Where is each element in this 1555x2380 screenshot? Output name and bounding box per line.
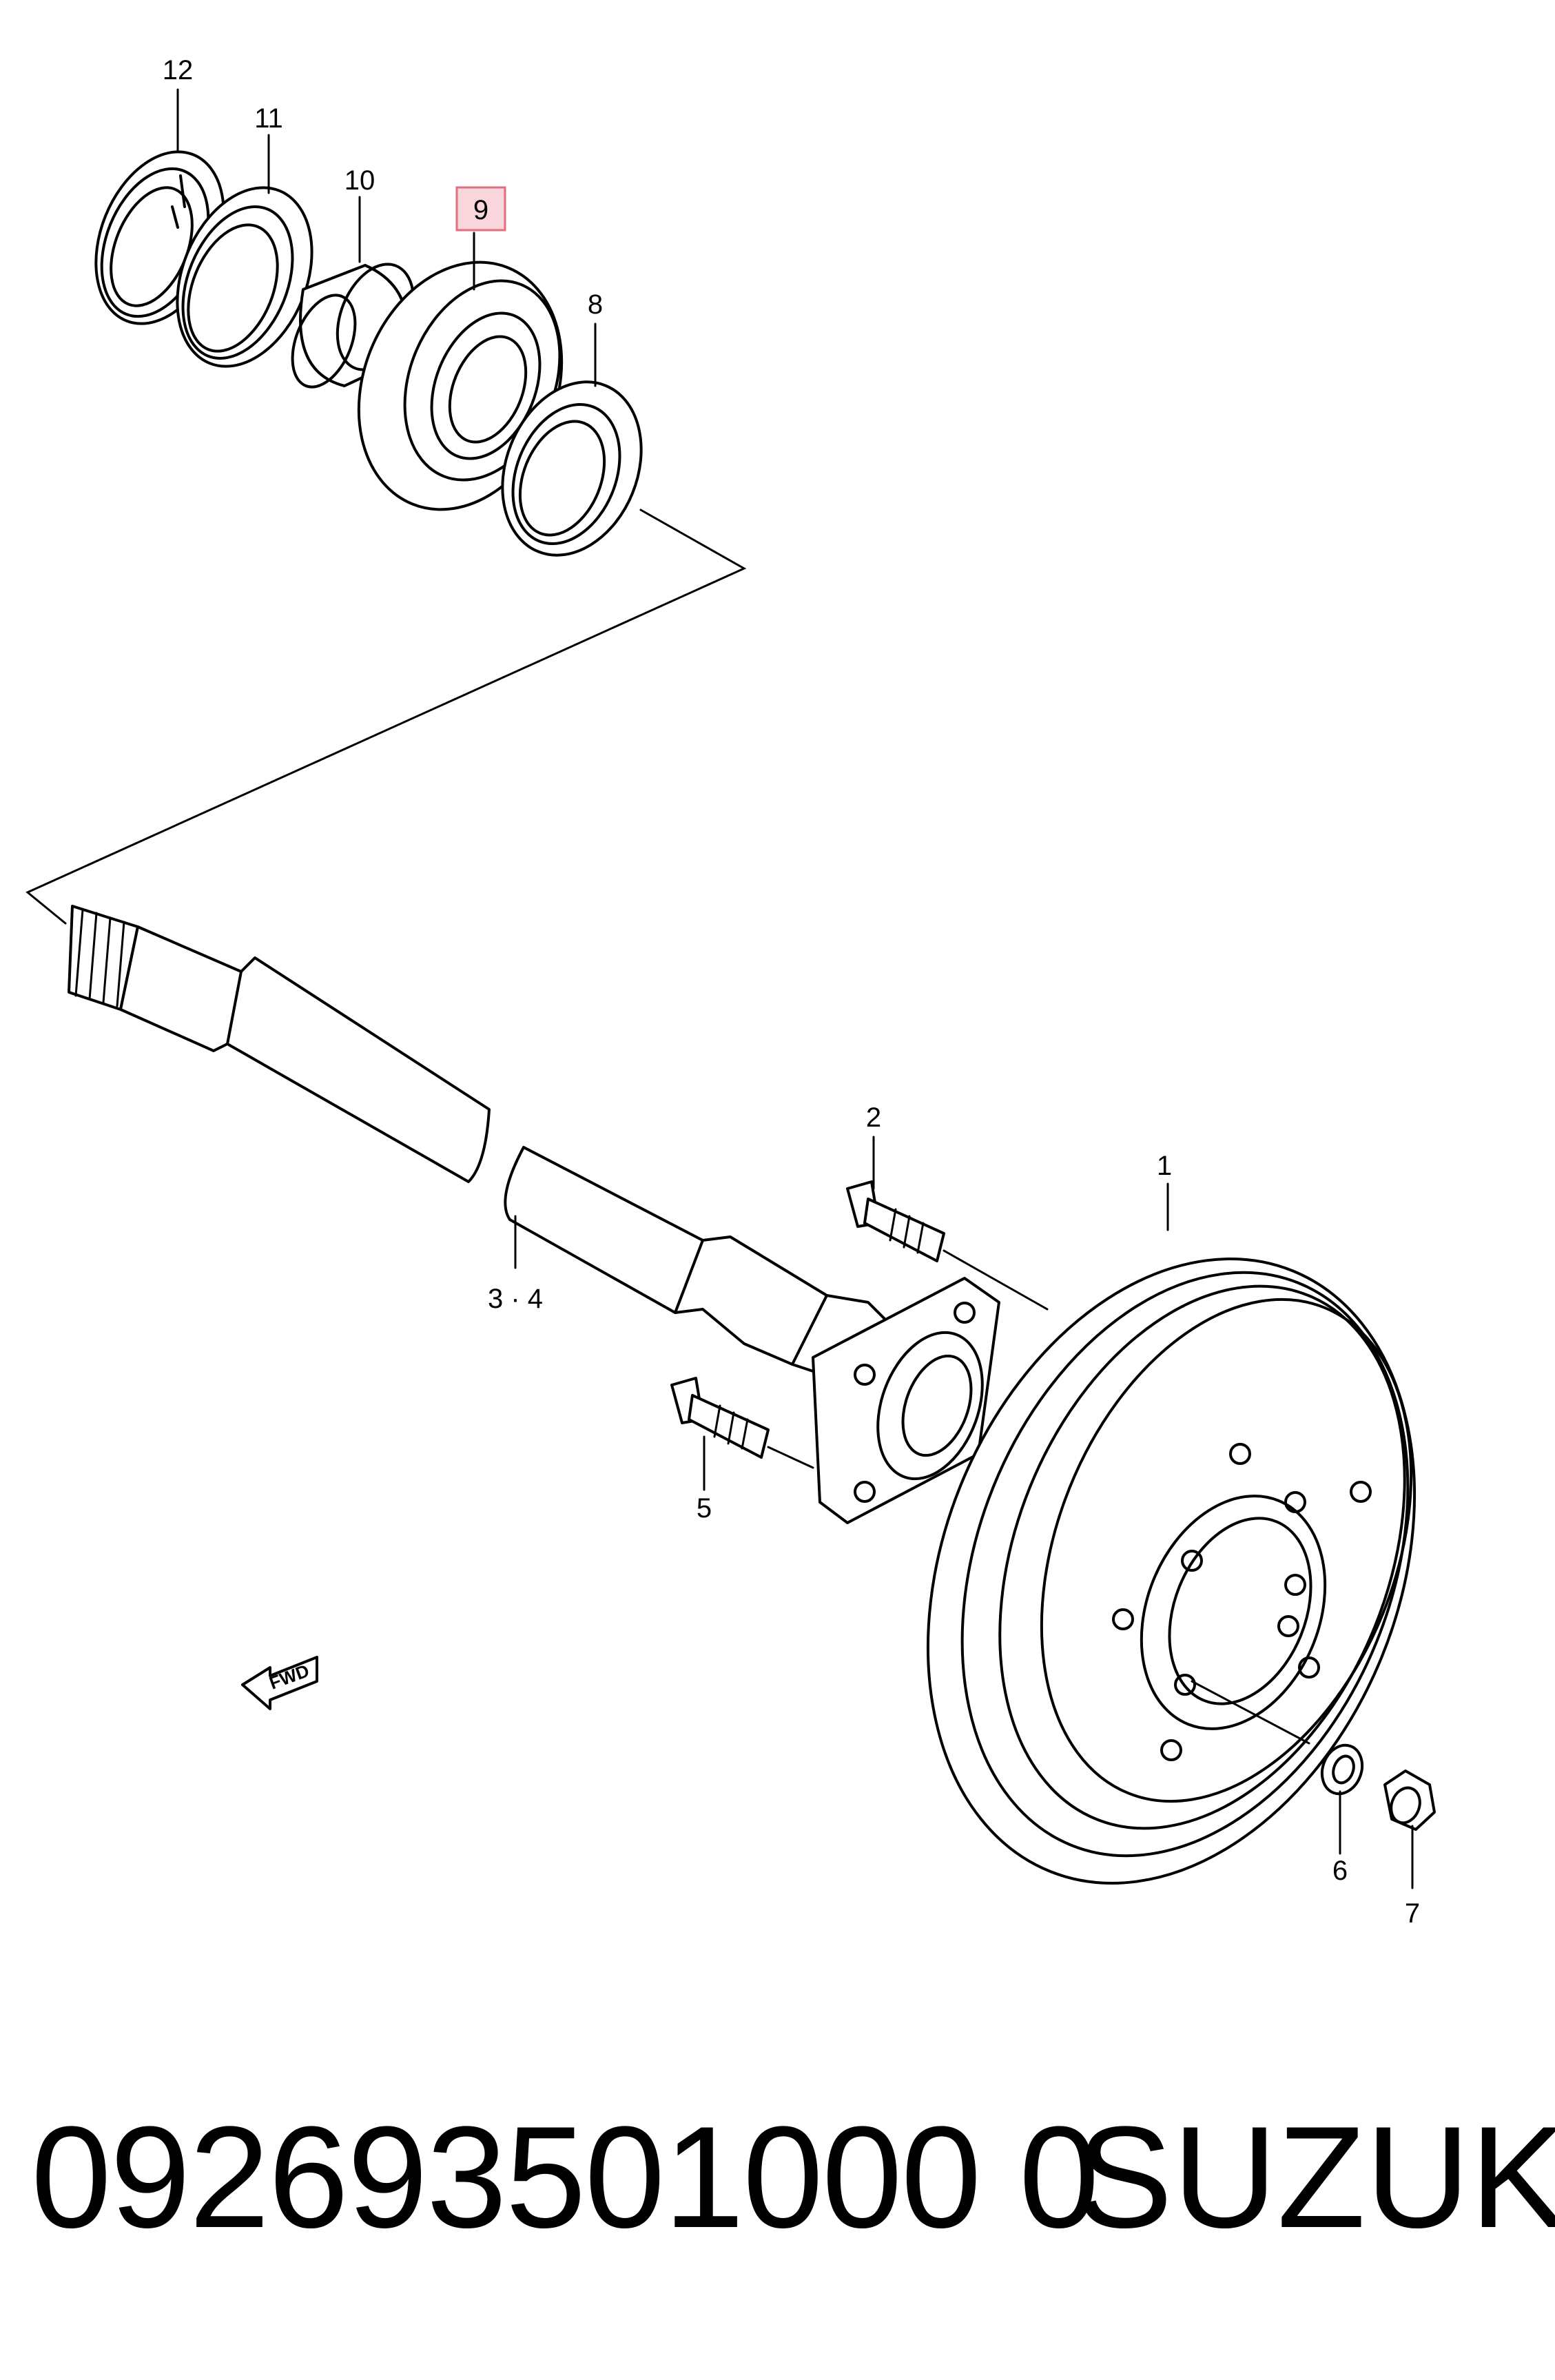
callout-6: 6 — [1332, 1856, 1348, 1886]
brand-name: SUZUKI — [1076, 2096, 1555, 2258]
callout-1: 1 — [1157, 1151, 1172, 1181]
callout-5: 5 — [697, 1493, 712, 1524]
callout-9[interactable]: 9 — [473, 195, 488, 225]
fwd-direction-icon: FWD — [241, 1656, 318, 1710]
part-3-4-axle-shaft[interactable] — [68, 905, 897, 1386]
part-11-seal[interactable] — [152, 167, 337, 387]
part-7-nut[interactable] — [1383, 1769, 1436, 1831]
callout-11: 11 — [254, 103, 283, 134]
callout-12: 12 — [163, 55, 194, 85]
callout-3-4: 3 · 4 — [488, 1284, 543, 1314]
part-6-washer[interactable] — [1315, 1740, 1368, 1800]
exploded-parts-diagram: FWD 12 11 10 9 8 2 1 3 · 4 5 6 7 — [25, 55, 1503, 1957]
callout-7: 7 — [1405, 1898, 1420, 1929]
part-caption: 092693501000 0 SUZUKI — [0, 2074, 1555, 2281]
exploded-guide-line — [25, 509, 747, 925]
part-number: 092693501000 0 — [31, 2096, 1100, 2258]
part-8-oil-seal[interactable] — [477, 361, 666, 576]
part-5-hub-bolt[interactable] — [670, 1377, 770, 1459]
callout-2: 2 — [866, 1102, 881, 1133]
callout-8: 8 — [588, 289, 603, 320]
part-1-brake-drum[interactable] — [839, 1186, 1503, 1957]
callout-9-highlight — [455, 186, 506, 232]
callout-10: 10 — [344, 165, 375, 196]
part-2-hub-bolt[interactable] — [846, 1180, 945, 1262]
